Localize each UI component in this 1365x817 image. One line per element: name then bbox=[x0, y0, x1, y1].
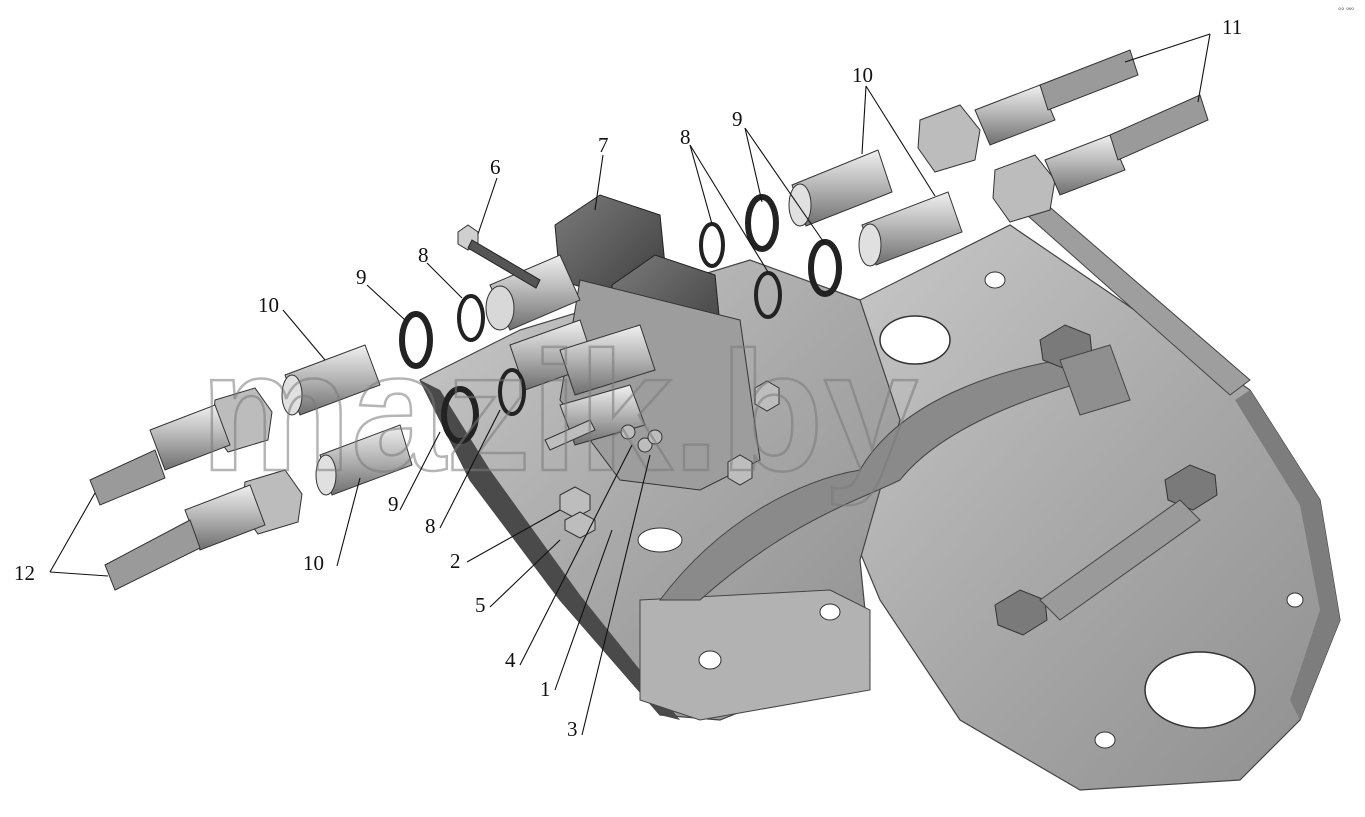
hose-fittings-11 bbox=[917, 49, 1209, 223]
callout-4: 4 bbox=[505, 648, 516, 672]
hose-fittings-12 bbox=[89, 387, 303, 591]
callout-2: 2 bbox=[450, 549, 461, 573]
leader-lines bbox=[49, 33, 1211, 736]
callout-3: 3 bbox=[567, 717, 578, 741]
sealing-rings bbox=[399, 194, 842, 444]
callout-9-left-bottom: 9 bbox=[388, 492, 399, 516]
bolt-part-6 bbox=[457, 224, 541, 289]
callout-labels: 11 10 9 8 7 6 8 9 10 9 8 2 10 5 4 1 3 12 bbox=[14, 15, 1242, 741]
callout-11: 11 bbox=[1222, 15, 1242, 39]
callout-12: 12 bbox=[14, 561, 35, 585]
callout-9-right: 9 bbox=[732, 107, 743, 131]
callout-7: 7 bbox=[598, 133, 609, 157]
corner-mark: °° ººº bbox=[1338, 6, 1354, 15]
watermark-text: mazik.by bbox=[200, 317, 918, 507]
callout-6: 6 bbox=[490, 155, 501, 179]
callout-9-left-top: 9 bbox=[356, 265, 367, 289]
valve-ports bbox=[485, 254, 656, 446]
callout-10-right: 10 bbox=[852, 63, 873, 87]
callout-8-left-bottom: 8 bbox=[425, 514, 436, 538]
adapter-fittings-10 bbox=[281, 149, 963, 496]
studs-and-nuts bbox=[544, 380, 780, 539]
callout-8-right: 8 bbox=[680, 125, 691, 149]
callout-8-left-top: 8 bbox=[418, 243, 429, 267]
callout-5: 5 bbox=[475, 593, 486, 617]
callout-1: 1 bbox=[540, 677, 551, 701]
callout-10-left-bottom: 10 bbox=[303, 551, 324, 575]
callout-10-left-top: 10 bbox=[258, 293, 279, 317]
